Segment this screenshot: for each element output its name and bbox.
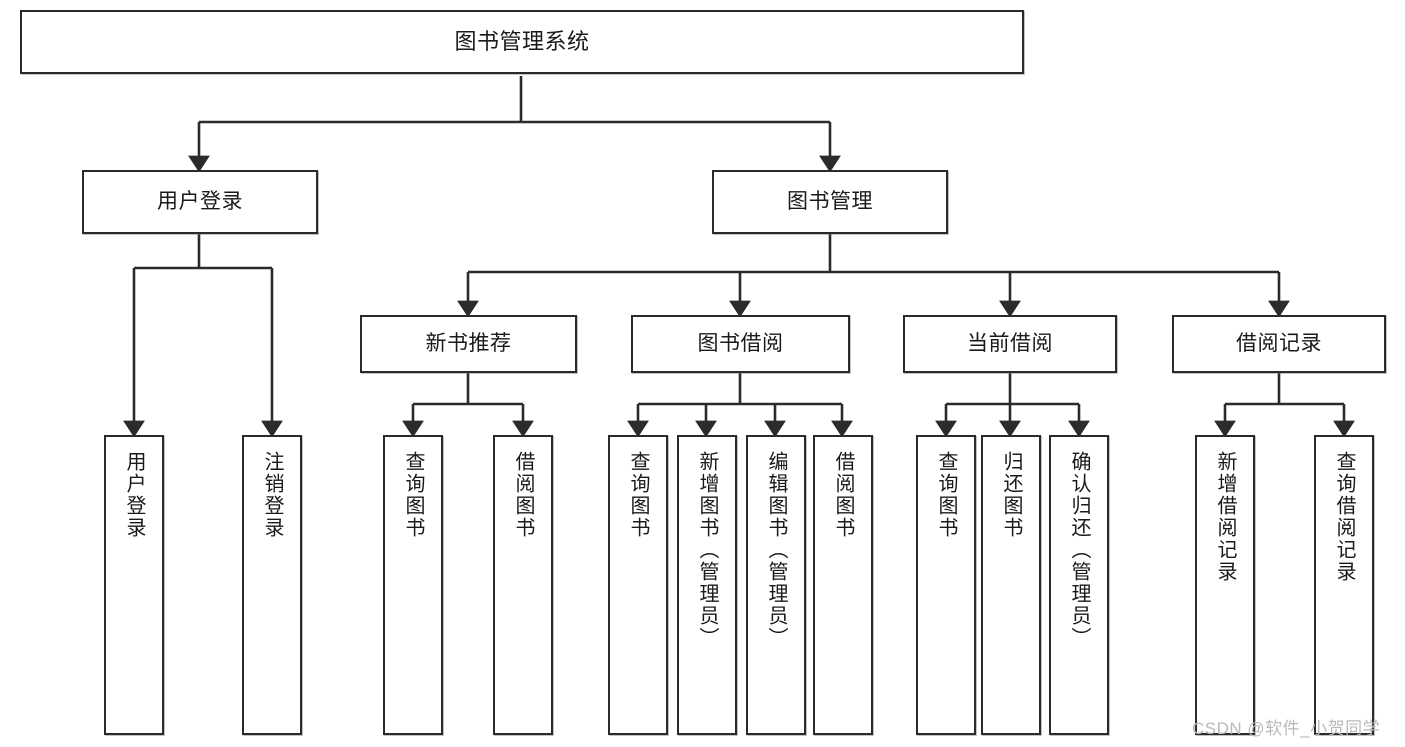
- node-label: 查询图书: [627, 451, 649, 539]
- leaf-borrow-record-add-record[interactable]: 新增借阅记录: [1195, 435, 1255, 735]
- node-label: 图书管理: [787, 190, 873, 214]
- leaf-borrow-record-query-record[interactable]: 查询借阅记录: [1314, 435, 1374, 735]
- node-label: 用户登录: [123, 451, 145, 539]
- leaf-book-borrow-query-book[interactable]: 查询图书: [608, 435, 668, 735]
- watermark-text: CSDN @软件_小贺同学: [1192, 719, 1381, 738]
- leaf-new-book-borrow-book[interactable]: 借阅图书: [493, 435, 553, 735]
- leaf-current-borrow-query-book[interactable]: 查询图书: [916, 435, 976, 735]
- leaf-book-borrow-add-book-admin[interactable]: 新增图书（管理员）: [677, 435, 737, 735]
- node-label: 新增借阅记录: [1214, 451, 1236, 583]
- node-label: 查询图书: [402, 451, 424, 539]
- leaf-book-borrow-borrow-book[interactable]: 借阅图书: [813, 435, 873, 735]
- node-label: 归还图书: [1000, 451, 1022, 539]
- node-label: 注销登录: [261, 451, 283, 539]
- node-new-book-recommend[interactable]: 新书推荐: [360, 315, 577, 373]
- node-book-management[interactable]: 图书管理: [712, 170, 948, 234]
- node-label: 图书借阅: [697, 332, 784, 356]
- node-current-borrow[interactable]: 当前借阅: [903, 315, 1117, 373]
- node-root-book-management-system[interactable]: 图书管理系统: [20, 10, 1024, 74]
- node-label: 编辑图书（管理员）: [765, 451, 787, 649]
- node-label: 查询图书: [935, 451, 957, 539]
- node-borrow-record[interactable]: 借阅记录: [1172, 315, 1386, 373]
- node-label: 新书推荐: [425, 332, 512, 356]
- node-label: 用户登录: [157, 190, 243, 214]
- node-label: 借阅图书: [832, 451, 854, 539]
- node-label: 借阅图书: [512, 451, 534, 539]
- node-label: 确认归还（管理员）: [1068, 451, 1090, 649]
- leaf-current-borrow-return-book[interactable]: 归还图书: [981, 435, 1041, 735]
- leaf-book-borrow-edit-book-admin[interactable]: 编辑图书（管理员）: [746, 435, 806, 735]
- node-label: 借阅记录: [1236, 332, 1322, 356]
- node-user-login[interactable]: 用户登录: [82, 170, 318, 234]
- node-label: 当前借阅: [967, 332, 1053, 356]
- leaf-user-login-login[interactable]: 用户登录: [104, 435, 164, 735]
- node-label: 图书管理系统: [454, 28, 590, 54]
- leaf-current-borrow-confirm-return-admin[interactable]: 确认归还（管理员）: [1049, 435, 1109, 735]
- leaf-new-book-query-book[interactable]: 查询图书: [383, 435, 443, 735]
- node-label: 查询借阅记录: [1333, 451, 1355, 583]
- node-book-borrow[interactable]: 图书借阅: [631, 315, 850, 373]
- node-label: 新增图书（管理员）: [696, 451, 718, 649]
- leaf-user-login-logout[interactable]: 注销登录: [242, 435, 302, 735]
